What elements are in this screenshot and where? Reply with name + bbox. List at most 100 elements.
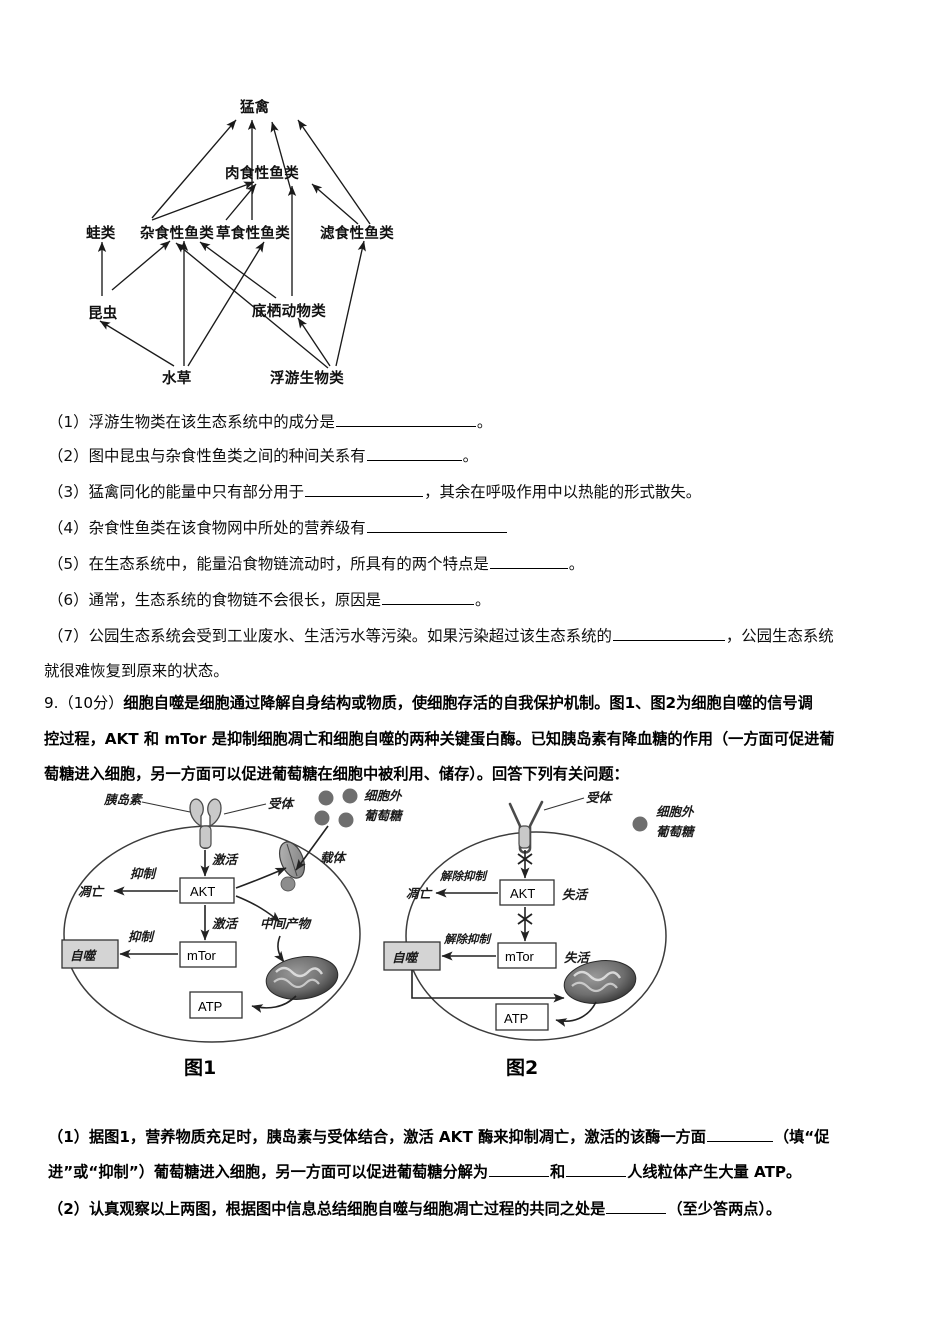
question-2: （2）图中昆虫与杂食性鱼类之间的种间关系有。 [48, 444, 478, 467]
question-3-tail: ，其余在呼吸作用中以热能的形式散失。 [424, 483, 702, 502]
label-activate-1: 激活 [212, 852, 240, 867]
edge-caoshi-to-roushi [225, 183, 257, 221]
label-mtor-1: mTor [187, 948, 217, 963]
question-2-number: （2） [48, 447, 89, 466]
label-mtor-2: mTor [505, 949, 535, 964]
answer-blank-7[interactable] [612, 624, 725, 642]
question-2-tail: 。 [462, 447, 479, 466]
question-5-tail: 。 [568, 555, 585, 574]
label-release-inhibit-1: 解除抑制 [439, 869, 488, 883]
question-9-sub-2: （2）认真观察以上两图，根据图中信息总结细胞自噬与细胞凋亡过程的共同之处是（至少… [48, 1192, 920, 1227]
question-4-number: （4） [48, 519, 89, 538]
arrow-intermediate-to-mito-1 [274, 935, 285, 963]
mtor-box-1 [179, 941, 237, 968]
cell-membrane-1 [63, 825, 361, 1043]
q9-answer-blank-1[interactable] [706, 1125, 773, 1142]
label-akt-1: AKT [190, 884, 215, 899]
arrow-mito-to-atp-2 [555, 1001, 597, 1027]
question-4: （4）杂食性鱼类在该食物网中所处的营养级有 [48, 516, 508, 539]
question-7-text: 公园生态系统会受到工业废水、生活污水等污染。如果污染超过该生态系统的 [88, 627, 612, 646]
label-inactive-2: 失活 [564, 950, 592, 965]
question-6-number: （6） [48, 591, 89, 610]
block-mark-1 [517, 853, 533, 865]
q9-1-line2-seg3: 人线粒体产生大量 ATP。 [627, 1162, 802, 1181]
q9-answer-blank-2[interactable] [489, 1160, 550, 1177]
question-7-wrap: 就很难恢复到原来的状态。 [44, 662, 229, 680]
label-atp-2: ATP [504, 1011, 528, 1026]
akt-box-2 [499, 879, 555, 906]
label-activate-2: 激活 [212, 916, 240, 931]
fw-node-caoshi: 草食性鱼类 [216, 224, 290, 242]
question-1-number: （1） [48, 413, 89, 432]
q9-1-seg2: （填“促 [773, 1128, 830, 1146]
receptor-icon-1 [189, 798, 222, 850]
edge-roushi-to-mengqin [270, 121, 293, 195]
figure-1-caption: 图1 [184, 1057, 216, 1079]
fw-node-shuicao: 水草 [162, 369, 192, 387]
edge-zashi-to-mengqin [151, 119, 237, 219]
label-extracellular-glucose-2-line2: 葡萄糖 [656, 824, 696, 839]
q9-answer-blank-3[interactable] [566, 1160, 627, 1177]
label-extracellular-glucose-1-line2: 葡萄糖 [364, 808, 404, 823]
q9-1-number: （1） [48, 1128, 89, 1146]
edge-lvshi-to-roushi [311, 183, 359, 225]
edge-fuyou-to-zashi [175, 242, 329, 369]
question-7-tail: ，公园生态系统 [725, 627, 834, 646]
question-3: （3）猛禽同化的能量中只有部分用于，其余在呼吸作用中以热能的形式散失。 [48, 480, 701, 503]
fw-node-fuyou: 浮游生物类 [270, 369, 344, 387]
answer-blank-3[interactable] [305, 480, 424, 498]
label-inhibit-2: 抑制 [128, 929, 156, 944]
label-inhibit-1: 抑制 [130, 866, 158, 881]
edge-fuyou-to-lvshi [335, 240, 366, 367]
label-inactive-1: 失活 [562, 887, 590, 902]
insulin-leader-1 [141, 801, 191, 813]
edge-kunchong-to-zashi [111, 240, 171, 291]
figure-2: 受体 细胞外 葡萄糖 AKT 失活 解除抑制 凋亡 [383, 790, 696, 1079]
fw-node-mengqin: 猛禽 [239, 98, 270, 116]
glucose-inside-1 [280, 876, 296, 892]
fw-node-roushi: 肉食性鱼类 [225, 164, 299, 182]
edge-zashi-to-roushi [151, 181, 255, 221]
answer-blank-1[interactable] [335, 410, 476, 428]
atp-box-1 [189, 991, 243, 1019]
arrow-akt-to-intermediate-1 [235, 895, 281, 923]
answer-blank-5[interactable] [489, 552, 568, 570]
edge-dixi-to-zashi [199, 241, 277, 299]
q9-answer-blank-4[interactable] [606, 1197, 667, 1214]
question-1-tail: 。 [476, 413, 493, 432]
akt-box-1 [179, 877, 235, 904]
edge-shuicao-to-kunchong [99, 320, 175, 367]
label-apoptosis-2: 凋亡 [406, 886, 434, 901]
fw-node-kunchong: 昆虫 [88, 304, 118, 322]
figure-1: 胰岛素 受体 细胞外 葡萄糖 载体 [61, 788, 404, 1079]
answer-blank-2[interactable] [366, 444, 462, 462]
question-6-tail: 。 [475, 591, 491, 610]
mitochondrion-icon-2 [563, 960, 637, 1004]
edge-lvshi-to-mengqin [297, 119, 371, 225]
question-5-text: 在生态系统中，能量沿食物链流动时，所具有的两个特点是 [88, 555, 489, 574]
food-web-diagram: 猛禽 肉食性鱼类 蛙类 杂食性鱼类 草食性鱼类 滤食性鱼类 昆虫 底栖动物类 水… [40, 78, 490, 398]
label-insulin: 胰岛素 [103, 792, 144, 807]
label-extracellular-glucose-2-line1: 细胞外 [656, 804, 695, 819]
mtor-box-2 [497, 942, 557, 969]
arrow-glucose-entry-1 [295, 825, 329, 871]
label-atp-1: ATP [198, 999, 222, 1014]
label-apoptosis-1: 凋亡 [78, 884, 106, 899]
question-1: （1）浮游生物类在该生态系统中的成分是 。 [48, 410, 492, 433]
q9-2-seg2: （至少答两点）。 [667, 1200, 782, 1218]
food-web-arrows [97, 119, 371, 369]
label-akt-2: AKT [510, 886, 535, 901]
label-intermediate-1: 中间产物 [260, 916, 313, 931]
question-9-number: 9. [44, 694, 59, 712]
answer-blank-4[interactable] [366, 516, 507, 534]
answer-blank-6[interactable] [382, 588, 475, 606]
fw-node-lvshi: 滤食性鱼类 [320, 224, 394, 242]
cell-membrane-2 [405, 831, 667, 1041]
question-6-text: 通常，生态系统的食物链不会很长，原因是 [88, 591, 382, 610]
extracellular-glucose-dots-1 [314, 788, 358, 828]
atp-box-2 [495, 1003, 549, 1031]
question-1-text: 浮游生物类在该生态系统中的成分是 [88, 413, 335, 432]
label-receptor-2: 受体 [586, 790, 614, 805]
figure-2-caption: 图2 [506, 1057, 538, 1079]
q9-2-number: （2） [48, 1200, 89, 1218]
